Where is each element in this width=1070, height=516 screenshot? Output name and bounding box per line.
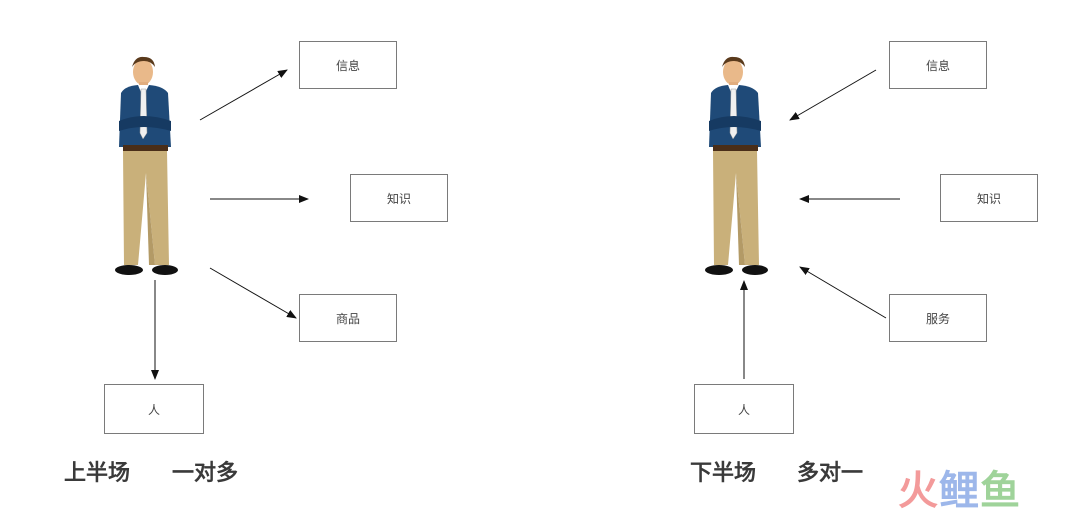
businessman-figure-right (705, 56, 768, 275)
box-left-person-label: 人 (147, 402, 160, 417)
caption-left-phase: 上半场 (64, 461, 131, 486)
watermark-char-1: 火 (898, 468, 939, 514)
box-left-goods: 商品 (299, 294, 397, 342)
box-right-knowledge-label: 知识 (976, 191, 1001, 206)
caption-left-relation: 一对多 (172, 461, 239, 486)
caption-right-relation: 多对一 (797, 461, 864, 486)
box-right-person: 人 (694, 384, 794, 434)
box-left-person: 人 (104, 384, 204, 434)
box-left-knowledge: 知识 (350, 174, 448, 222)
box-right-info-label: 信息 (925, 58, 950, 73)
watermark-char-2: 鲤 (939, 468, 980, 514)
arrow-service-to-right (799, 266, 887, 319)
businessman-figure-left (115, 56, 178, 275)
box-right-service: 服务 (889, 294, 987, 342)
arrow-left-to-goods (209, 267, 297, 319)
arrow-left-to-info (199, 69, 288, 121)
box-left-goods-label: 商品 (335, 311, 360, 326)
box-left-knowledge-label: 知识 (386, 191, 411, 206)
box-left-info-label: 信息 (335, 58, 360, 73)
box-left-info: 信息 (299, 41, 397, 89)
caption-right-phase: 下半场 (690, 461, 757, 486)
watermark-char-3: 鱼 (980, 468, 1021, 514)
box-right-person-label: 人 (737, 402, 750, 417)
box-right-info: 信息 (889, 41, 987, 89)
box-right-knowledge: 知识 (940, 174, 1038, 222)
box-right-service-label: 服务 (925, 311, 950, 326)
watermark-logo: 火鲤鱼 (898, 458, 1021, 516)
arrow-info-to-right (789, 69, 877, 121)
